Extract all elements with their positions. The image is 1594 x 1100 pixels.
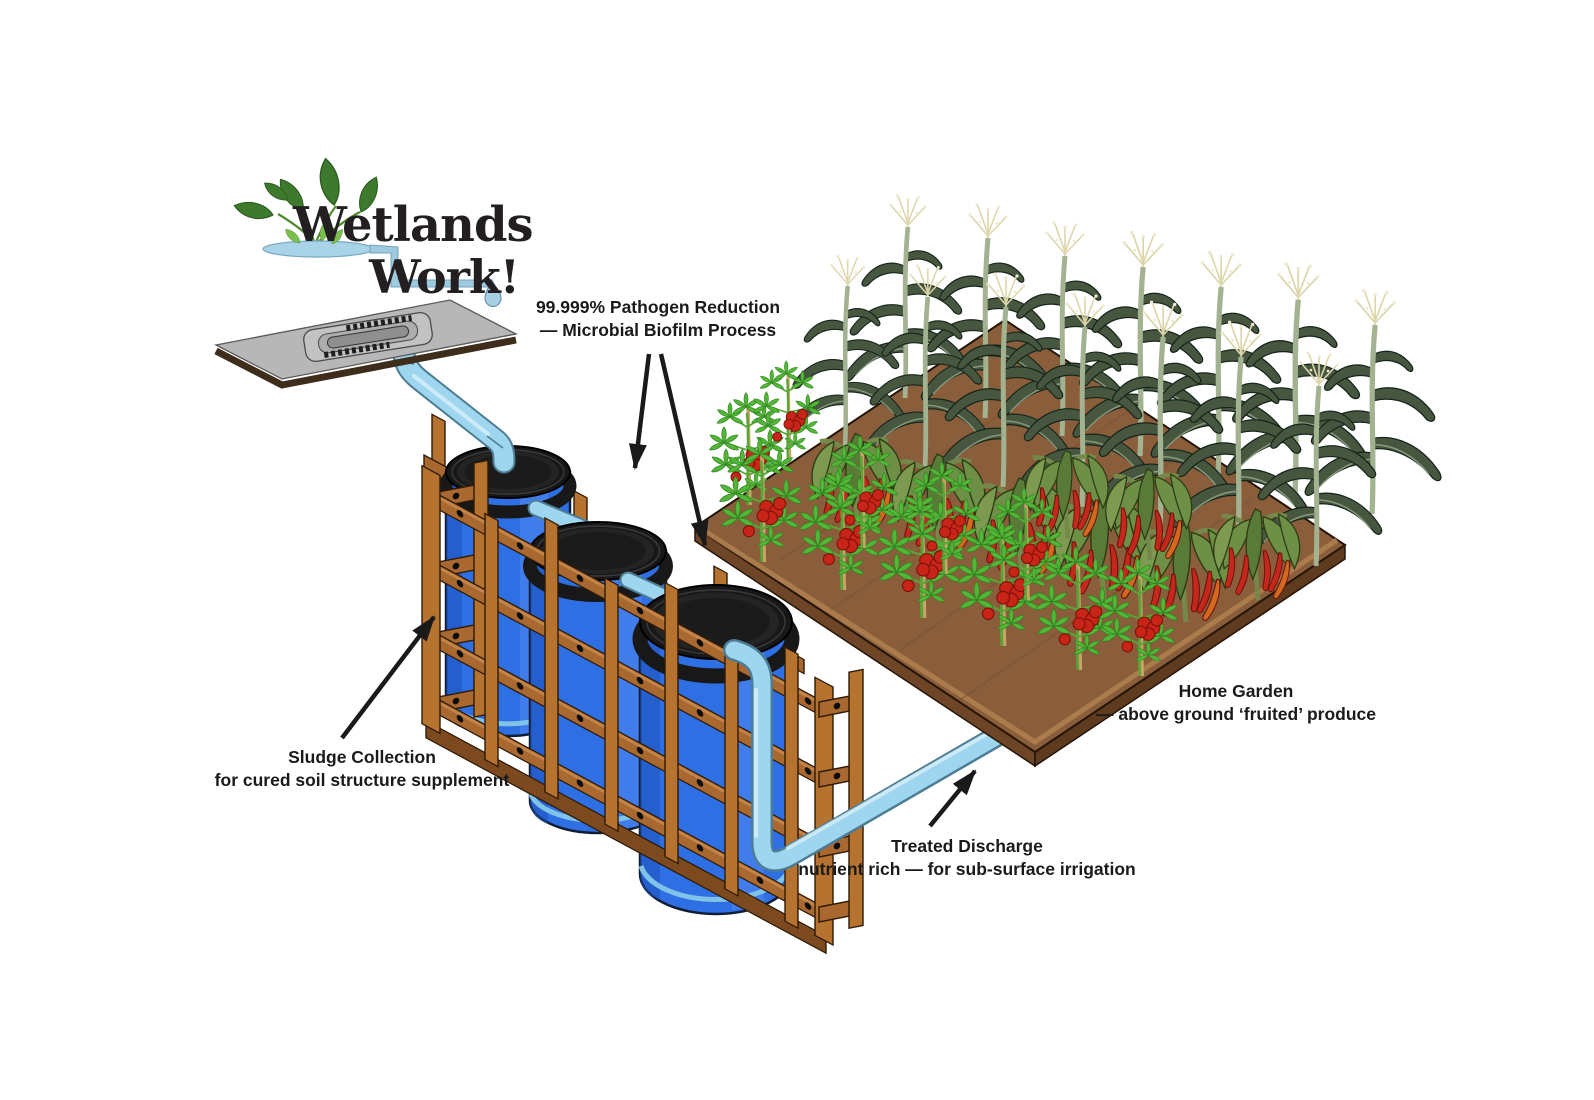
pathogen-arrow-right	[658, 353, 709, 547]
discharge-label-line2: nutrient rich — for sub-surface irrigati…	[798, 859, 1135, 879]
annotation-arrows	[340, 353, 977, 828]
discharge-label-line1: Treated Discharge	[891, 836, 1043, 856]
bolt-icon	[516, 542, 524, 550]
water-droplet-icon	[484, 278, 502, 308]
bolt-icon	[576, 779, 584, 788]
bed-board-edge	[701, 527, 1339, 745]
bolt-icon	[452, 632, 460, 640]
bolt-icon	[804, 767, 812, 775]
bolt-icon	[833, 842, 841, 850]
sludge-label-line2: for cured soil structure supplement	[215, 770, 510, 790]
bolt-icon	[516, 747, 524, 755]
bolt-icon	[456, 509, 464, 518]
sludge-label-line1: Sludge Collection	[288, 747, 436, 767]
bolt-icon	[576, 714, 584, 723]
discharge-arrow	[928, 769, 977, 828]
garden-label-line1: Home Garden	[1179, 681, 1294, 701]
bolt-icon	[456, 579, 464, 588]
bolt-icon	[833, 702, 841, 710]
bolt-icon	[452, 492, 460, 500]
squat-toilet-platform	[214, 299, 518, 389]
bolt-icon	[576, 644, 584, 653]
bolt-icon	[456, 649, 464, 658]
diagram-labels: 99.999% Pathogen Reduction — Microbial B…	[215, 297, 1377, 879]
bolt-icon	[696, 844, 704, 852]
pathogen-label-line1: 99.999% Pathogen Reduction	[536, 297, 780, 317]
wooden-crate	[421, 459, 864, 955]
bolt-icon	[636, 746, 644, 755]
bolt-icon	[636, 811, 644, 820]
bolt-icon	[456, 714, 464, 723]
logo-text-line1: Wetlands	[292, 197, 533, 253]
bolt-icon	[516, 612, 524, 620]
sludge-arrow	[340, 615, 436, 740]
bolt-icon	[696, 639, 704, 647]
foot-tread	[345, 314, 413, 332]
bolt-icon	[452, 562, 460, 570]
corn-stalk	[1305, 289, 1441, 514]
bolt-icon	[833, 772, 841, 780]
logo-leaf-icon	[231, 195, 276, 225]
pathogen-arrow-left	[628, 353, 652, 470]
logo-text-line2: Work!	[368, 250, 519, 304]
platform-edge	[214, 336, 517, 389]
home-garden	[693, 194, 1441, 768]
bolt-icon	[452, 697, 460, 705]
crate-right-end	[818, 668, 864, 930]
bolt-icon	[576, 574, 584, 583]
bolt-icon	[804, 902, 812, 910]
foot-tread	[323, 341, 390, 359]
bolt-icon	[636, 606, 644, 615]
bolt-icon	[696, 779, 704, 787]
bolt-icon	[516, 682, 524, 690]
garden-label-line2: — above ground ‘fruited’ produce	[1096, 704, 1376, 724]
bolt-icon	[804, 697, 812, 705]
squat-pan	[303, 311, 433, 363]
wetlands-work-logo: Wetlands Work!	[231, 157, 534, 308]
bolt-icon	[756, 876, 764, 884]
pathogen-label-line2: — Microbial Biofilm Process	[540, 320, 777, 340]
bolt-icon	[696, 709, 704, 717]
bolt-icon	[636, 676, 644, 685]
